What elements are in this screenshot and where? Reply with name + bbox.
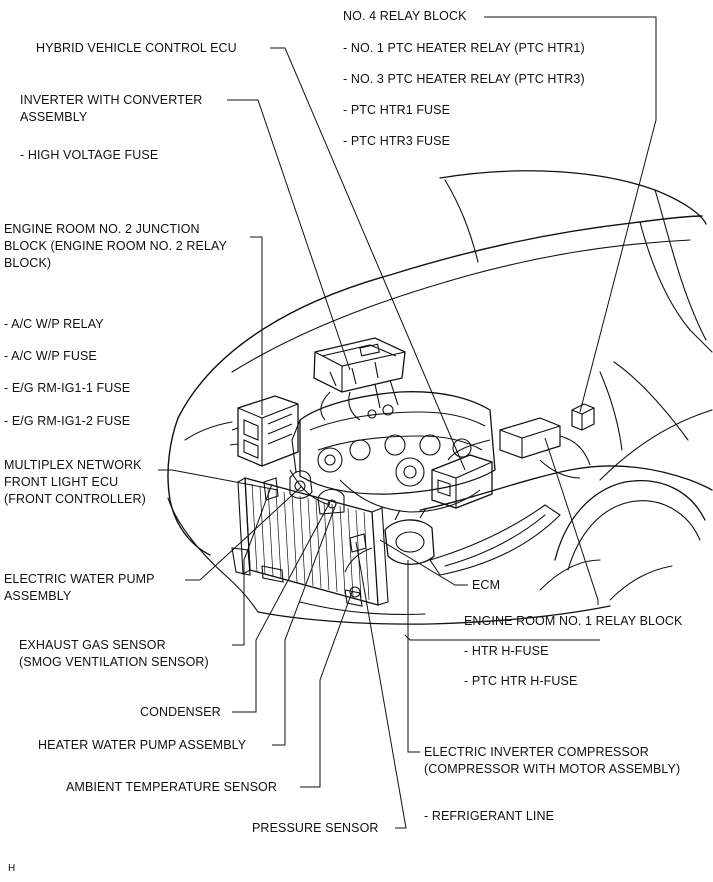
label-ac-wp-relay: - A/C W/P RELAY (4, 317, 104, 331)
label-jb2-line3: BLOCK) (4, 256, 52, 270)
label-exhaust-line2: (SMOG VENTILATION SENSOR) (19, 655, 209, 669)
label-no4-relay-block: NO. 4 RELAY BLOCK (343, 9, 467, 23)
label-pressure-sensor: PRESSURE SENSOR (252, 821, 379, 835)
ecm-unit (431, 454, 493, 509)
label-multiplex-line1: MULTIPLEX NETWORK (4, 458, 142, 472)
inverter-assembly (313, 337, 406, 421)
condenser-core (231, 477, 389, 607)
label-high-voltage-fuse: - HIGH VOLTAGE FUSE (20, 148, 159, 162)
label-heater-water-pump: HEATER WATER PUMP ASSEMBLY (38, 738, 247, 752)
label-compressor-line2: (COMPRESSOR WITH MOTOR ASSEMBLY) (424, 762, 681, 776)
label-condenser: CONDENSER (140, 705, 221, 719)
label-eg-rm-ig1-1-fuse: - E/G RM-IG1-1 FUSE (4, 381, 131, 395)
label-refrigerant-line: - REFRIGERANT LINE (424, 809, 555, 823)
compressor-unit (344, 507, 435, 573)
engine-assembly (289, 391, 496, 513)
label-ambient-temp-sensor: AMBIENT TEMPERATURE SENSOR (66, 780, 277, 794)
label-ecm: ECM (472, 578, 501, 592)
label-inverter-line2: ASSEMBLY (20, 110, 88, 124)
relay-block-4 (571, 403, 595, 431)
label-er1-relay-block: ENGINE ROOM NO. 1 RELAY BLOCK (464, 614, 683, 628)
leader-lines (158, 16, 657, 829)
label-multiplex-line3: (FRONT CONTROLLER) (4, 492, 146, 506)
label-ptc-htr3-fuse: - PTC HTR3 FUSE (343, 134, 451, 148)
label-exhaust-line1: EXHAUST GAS SENSOR (19, 638, 166, 652)
label-ptc-htr1-relay: - NO. 1 PTC HEATER RELAY (PTC HTR1) (343, 41, 585, 55)
label-htr-h-fuse: - HTR H-FUSE (464, 644, 549, 658)
label-ewp-line2: ASSEMBLY (4, 589, 72, 603)
junction-block-2 (229, 395, 299, 467)
car-body-outline (167, 170, 713, 625)
label-jb2-line2: BLOCK (ENGINE ROOM NO. 2 RELAY (4, 239, 227, 253)
label-ewp-line1: ELECTRIC WATER PUMP (4, 572, 155, 586)
label-ptc-htr3-relay: - NO. 3 PTC HEATER RELAY (PTC HTR3) (343, 72, 585, 86)
label-hv-control-ecu: HYBRID VEHICLE CONTROL ECU (36, 41, 237, 55)
label-eg-rm-ig1-2-fuse: - E/G RM-IG1-2 FUSE (4, 414, 131, 428)
label-ac-wp-fuse: - A/C W/P FUSE (4, 349, 97, 363)
front-parts (263, 470, 367, 598)
label-multiplex-line2: FRONT LIGHT ECU (4, 475, 119, 489)
corner-mark: H (8, 863, 16, 874)
relay-block-1 (447, 417, 591, 479)
label-ptc-htr1-fuse: - PTC HTR1 FUSE (343, 103, 451, 117)
label-ptc-htr-h-fuse: - PTC HTR H-FUSE (464, 674, 578, 688)
label-jb2-line1: ENGINE ROOM NO. 2 JUNCTION (4, 222, 200, 236)
label-inverter-line1: INVERTER WITH CONVERTER (20, 93, 203, 107)
label-compressor-line1: ELECTRIC INVERTER COMPRESSOR (424, 745, 649, 759)
